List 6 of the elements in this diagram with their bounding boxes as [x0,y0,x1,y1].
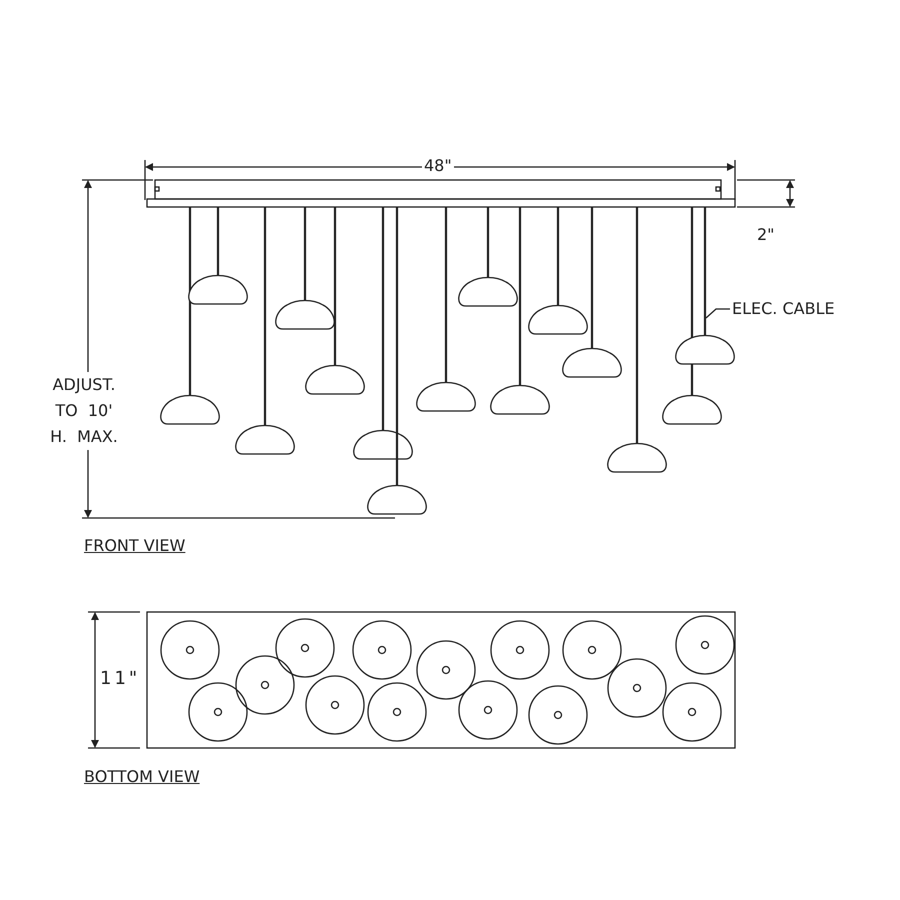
view-title: BOTTOM VIEW [84,766,200,788]
leader-line [706,308,730,318]
cable [704,207,706,336]
view-title: FRONT VIEW [84,535,186,557]
dimension-label: 11" [100,668,140,690]
callout-label: ELEC. CABLE [732,298,835,320]
